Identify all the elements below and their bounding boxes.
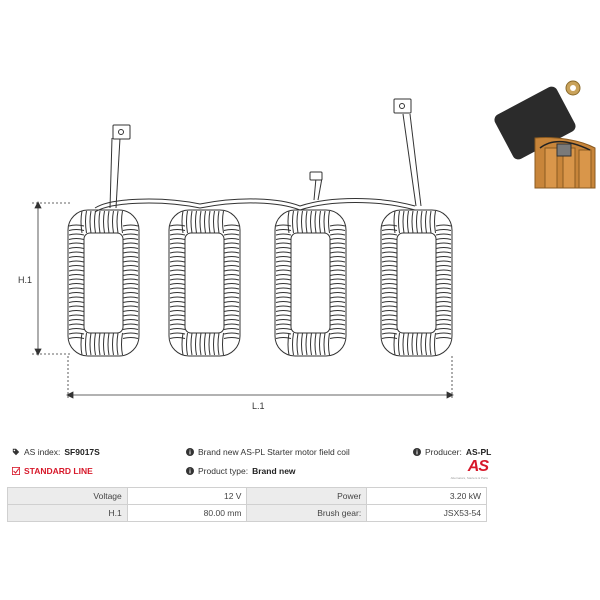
spec-label: Brush gear: [246,504,368,522]
table-row: H.1 80.00 mm Brush gear: JSX53-54 [7,504,487,522]
coil-4 [380,209,453,357]
standard-line-row: STANDARD LINE [12,466,93,476]
description-row: Brand new AS-PL Starter motor field coil [186,447,350,457]
logo-tagline: Alternators, Starters & Parts [450,476,488,480]
height-label: H.1 [18,275,32,285]
spec-value: 3.20 kW [366,487,487,505]
as-index-value: SF9017S [64,447,100,457]
producer-value: AS-PL [465,447,492,457]
producer-label: Producer: [425,447,462,457]
as-pl-logo: AS Alternators, Starters & Parts [444,458,489,482]
coil-2 [168,209,241,357]
product-type-row: Product type: Brand new [186,466,296,476]
coil-group [67,209,453,357]
field-coil-drawing: H.1 L.1 [18,80,596,411]
producer-row: Producer: AS-PL [413,447,491,457]
standard-line-label: STANDARD LINE [24,466,93,476]
height-dimension [32,201,70,356]
info-icon [186,448,194,456]
info-icon [186,467,194,475]
lead-wires [94,113,422,213]
as-index-label: AS index: [24,447,61,457]
specs-table: Voltage 12 V Power 3.20 kW H.1 80.00 mm … [7,487,487,522]
description-text: Brand new AS-PL Starter motor field coil [198,447,350,457]
coil-1 [67,209,140,357]
coil-3 [274,209,347,357]
table-row: Voltage 12 V Power 3.20 kW [7,487,487,505]
length-label: L.1 [252,401,265,411]
product-type-label: Product type: [198,466,249,476]
spec-value: 80.00 mm [126,504,248,522]
info-icon [413,448,421,456]
spec-label: Power [246,487,368,505]
spec-label: H.1 [7,504,128,522]
as-index-row: AS index: SF9017S [12,447,100,457]
spec-value: JSX53-54 [366,504,487,522]
terminal-lugs [112,98,412,181]
tag-icon [12,448,20,456]
checkbox-icon [12,467,20,475]
logo-mark: AS [467,458,489,475]
spec-value: 12 V [126,487,248,505]
product-type-value: Brand new [252,466,296,476]
length-dimension [66,356,454,400]
spec-label: Voltage [7,487,128,505]
product-photo [494,80,596,189]
